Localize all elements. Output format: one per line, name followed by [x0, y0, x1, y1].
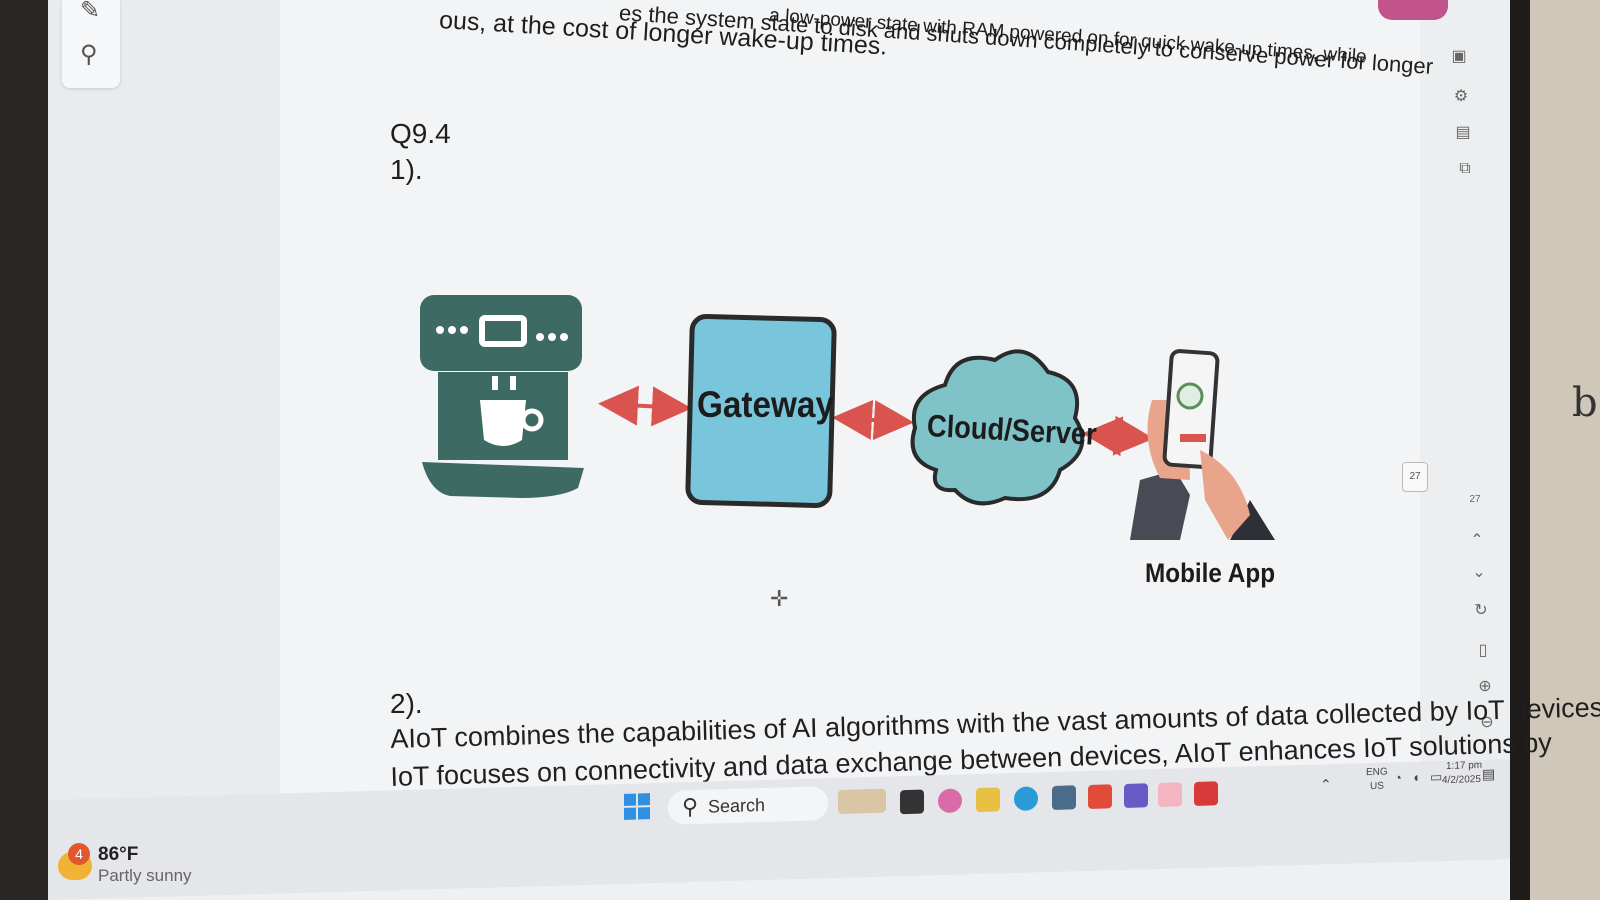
youtube-icon[interactable]	[1088, 784, 1112, 809]
lang-bottom[interactable]: US	[1370, 780, 1384, 793]
search-placeholder: Search	[708, 794, 766, 817]
tray-chevron-icon[interactable]: ⌃	[1320, 776, 1332, 793]
copilot-icon[interactable]	[938, 788, 962, 814]
refresh-icon[interactable]: ↻	[1474, 602, 1488, 619]
widgets-icon[interactable]	[838, 788, 886, 814]
lang-top[interactable]: ENG	[1366, 766, 1388, 779]
copy-icon[interactable]: ⧉	[1459, 160, 1471, 177]
page-view-icon[interactable]: ▯	[1478, 642, 1488, 659]
comment-icon[interactable]: ▤	[1455, 124, 1471, 141]
share-button[interactable]	[1378, 0, 1448, 20]
left-pane: ✎ ⚲	[48, 0, 282, 830]
zoom-in-icon[interactable]: ⊕	[1478, 678, 1492, 695]
weather-temp[interactable]: 86°F	[98, 844, 139, 865]
app-l-icon[interactable]	[1124, 783, 1148, 808]
monitor-bezel	[0, 0, 50, 900]
gateway-label: Gateway	[697, 384, 834, 425]
wifi-icon[interactable]: ◔	[1394, 770, 1402, 786]
app-pink-icon[interactable]	[1158, 782, 1182, 807]
part-2-label: 2).	[390, 688, 423, 719]
chevron-up-icon[interactable]: ⌃	[1470, 532, 1484, 549]
page-number-box[interactable]: 27	[1402, 462, 1428, 492]
taskbar-search[interactable]: ⚲ Search	[668, 786, 828, 825]
pen-tool-icon[interactable]: ✎	[80, 0, 101, 24]
move-cursor-icon: ✛	[770, 586, 789, 611]
whiteboard-writing: b	[1572, 380, 1598, 426]
tool-rail: ✎ ⚲	[62, 0, 120, 88]
sidebar-icon[interactable]: ▣	[1451, 48, 1467, 65]
background-wall	[1530, 0, 1600, 900]
store-icon[interactable]	[1052, 785, 1076, 810]
weather-badge: 4	[68, 843, 90, 865]
settings-icon[interactable]: ⚙	[1453, 88, 1469, 105]
battery-icon[interactable]: ▭	[1430, 769, 1443, 785]
mobile-app-label: Mobile App	[1145, 558, 1276, 588]
zoom-out-icon[interactable]: ⊖	[1480, 714, 1494, 731]
clock-date[interactable]: 4/2/2025	[1442, 773, 1481, 787]
notification-icon[interactable]: ▤	[1482, 765, 1496, 782]
search-icon: ⚲	[682, 793, 699, 820]
question-heading: Q9.4	[390, 118, 451, 149]
page-total: 27	[1469, 494, 1481, 505]
volume-icon[interactable]: ◖	[1412, 769, 1420, 785]
right-toolbar: ▣ ⚙ ▤ ⧉ 27 ⌃ ⌄ ↻ ▯ ⊕ ⊖	[1420, 0, 1510, 830]
clock-time[interactable]: 1:17 pm	[1446, 759, 1483, 772]
start-button[interactable]	[624, 793, 650, 820]
edge-icon[interactable]	[1014, 786, 1038, 812]
chevron-down-icon[interactable]: ⌄	[1472, 564, 1486, 581]
task-view-icon[interactable]	[900, 789, 924, 815]
part-1-label: 1).	[390, 154, 423, 185]
file-explorer-icon[interactable]	[976, 787, 1000, 813]
acrobat-icon[interactable]	[1194, 781, 1218, 806]
weather-desc: Partly sunny	[98, 866, 192, 885]
search-tool-icon[interactable]: ⚲	[80, 41, 98, 68]
monitor-edge	[1508, 0, 1532, 900]
